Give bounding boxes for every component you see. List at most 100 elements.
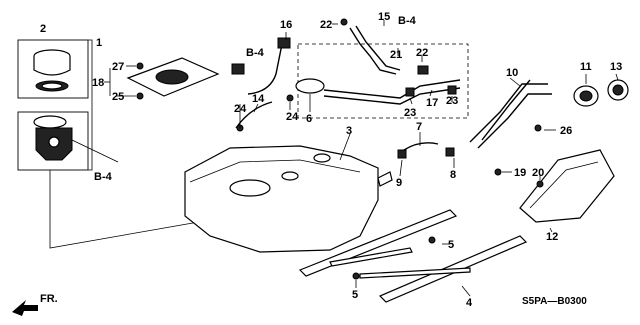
callout-7: 7 — [416, 121, 422, 133]
bolt-19 — [494, 168, 502, 176]
clip-23-left — [405, 87, 415, 97]
callout-6: 6 — [306, 113, 312, 125]
hose-14 — [235, 101, 273, 129]
callout-20: 20 — [532, 167, 544, 179]
leader-10 — [509, 77, 521, 87]
diagram-code: S5PA—B0300 — [522, 296, 587, 307]
callout-25: 25 — [112, 91, 124, 103]
callout-2: 2 — [40, 23, 46, 35]
callout-13: 13 — [610, 61, 622, 73]
fuel-cap-13-inner — [612, 84, 624, 96]
valve-6-part — [295, 78, 325, 94]
leader-17 — [429, 89, 433, 97]
clamp-8 — [445, 147, 455, 157]
bolt-5-upper — [428, 236, 436, 244]
tank-filler-neck — [377, 171, 393, 187]
fuel-tank-part — [184, 145, 379, 253]
ref-b4-middle: B-4 — [246, 47, 265, 59]
callout-1: 1 — [96, 37, 102, 49]
leader-14 — [253, 103, 259, 113]
bolt-5-lower — [352, 272, 360, 280]
callout-24-right: 24 — [286, 111, 299, 123]
bracket-1 — [88, 39, 93, 171]
leader-9 — [399, 159, 403, 177]
callout-24-left: 24 — [234, 103, 247, 115]
leader-23a — [409, 97, 413, 105]
fuel-pump-group — [17, 39, 211, 249]
pump-kit-box — [17, 39, 89, 99]
callout-12: 12 — [546, 231, 558, 243]
callout-21: 21 — [390, 49, 402, 61]
hose-16 — [247, 43, 283, 95]
callout-numbers: 1 2 3 4 5 5 6 7 8 9 10 11 12 13 14 15 16… — [40, 11, 622, 309]
tank-ridge — [189, 159, 361, 183]
callout-26: 26 — [560, 125, 572, 137]
pipe-15 — [349, 27, 397, 75]
direction-indicator: FR. — [12, 293, 58, 316]
bolt-27 — [136, 62, 144, 70]
bolt-25 — [136, 92, 144, 100]
filler-cap-11-inner — [579, 90, 593, 102]
pipe-15-b — [355, 25, 401, 71]
callout-17: 17 — [426, 97, 438, 109]
callout-16: 16 — [280, 19, 292, 31]
callout-10: 10 — [506, 67, 518, 79]
filler-group — [469, 79, 629, 149]
pump-flange-part — [33, 115, 67, 129]
tank-pump-opening — [229, 179, 271, 197]
leader-4 — [461, 285, 471, 297]
pump-filter-part — [48, 136, 60, 148]
pump-cup-part — [33, 56, 71, 76]
callout-5-upper: 5 — [448, 239, 454, 251]
callout-9: 9 — [396, 177, 402, 189]
bolt-26 — [534, 124, 542, 132]
clip-22-right — [417, 65, 429, 75]
tank-port-a — [281, 171, 299, 181]
callout-3: 3 — [346, 125, 352, 137]
straps-group — [298, 209, 528, 303]
leader-3 — [339, 133, 351, 161]
direction-label: FR. — [40, 293, 58, 305]
heat-shield-12 — [519, 149, 615, 223]
pipe-main-2 — [323, 87, 461, 105]
callout-15: 15 — [378, 11, 390, 23]
heat-shield-edge — [529, 161, 599, 209]
leader-lines — [104, 20, 619, 297]
callout-19: 19 — [514, 167, 526, 179]
cover-plate-group — [109, 57, 220, 100]
leader-pump-to-tank — [49, 170, 211, 249]
leader-12 — [549, 227, 553, 233]
callout-22-right: 22 — [416, 47, 428, 59]
ref-b4-left: B-4 — [94, 171, 113, 183]
pipe-dashed-box — [297, 43, 469, 119]
callout-23-left: 23 — [404, 107, 416, 119]
shield-group — [494, 149, 615, 223]
hose-7 — [403, 142, 439, 151]
fuel-tank-group — [184, 145, 393, 253]
filler-pipe-10-c — [481, 79, 531, 141]
callout-22-left: 22 — [320, 19, 332, 31]
strap-left — [298, 209, 458, 277]
clip-22-top — [340, 18, 348, 26]
pump-seal-inner — [41, 82, 63, 90]
callout-27: 27 — [112, 61, 124, 73]
reference-codes: B-4 B-4 B-4 — [94, 15, 417, 183]
filler-pipe-10-b — [477, 93, 552, 149]
callout-5-lower: 5 — [352, 289, 358, 301]
leader-pump-b4 — [71, 139, 119, 163]
front-arrow-icon — [12, 300, 38, 316]
callout-8: 8 — [450, 169, 456, 181]
tank-port-b — [313, 153, 331, 163]
ref-b4-top: B-4 — [398, 15, 417, 27]
pump-module-box — [17, 111, 89, 171]
cover-plate-center — [155, 69, 189, 85]
callout-4: 4 — [466, 297, 473, 309]
hose-b4-clip — [231, 63, 245, 75]
hose-16-clip — [277, 37, 291, 49]
clip-23-right — [447, 85, 457, 95]
callout-11: 11 — [580, 61, 592, 73]
filler-pipe-10 — [469, 83, 548, 143]
callout-14: 14 — [252, 93, 265, 105]
